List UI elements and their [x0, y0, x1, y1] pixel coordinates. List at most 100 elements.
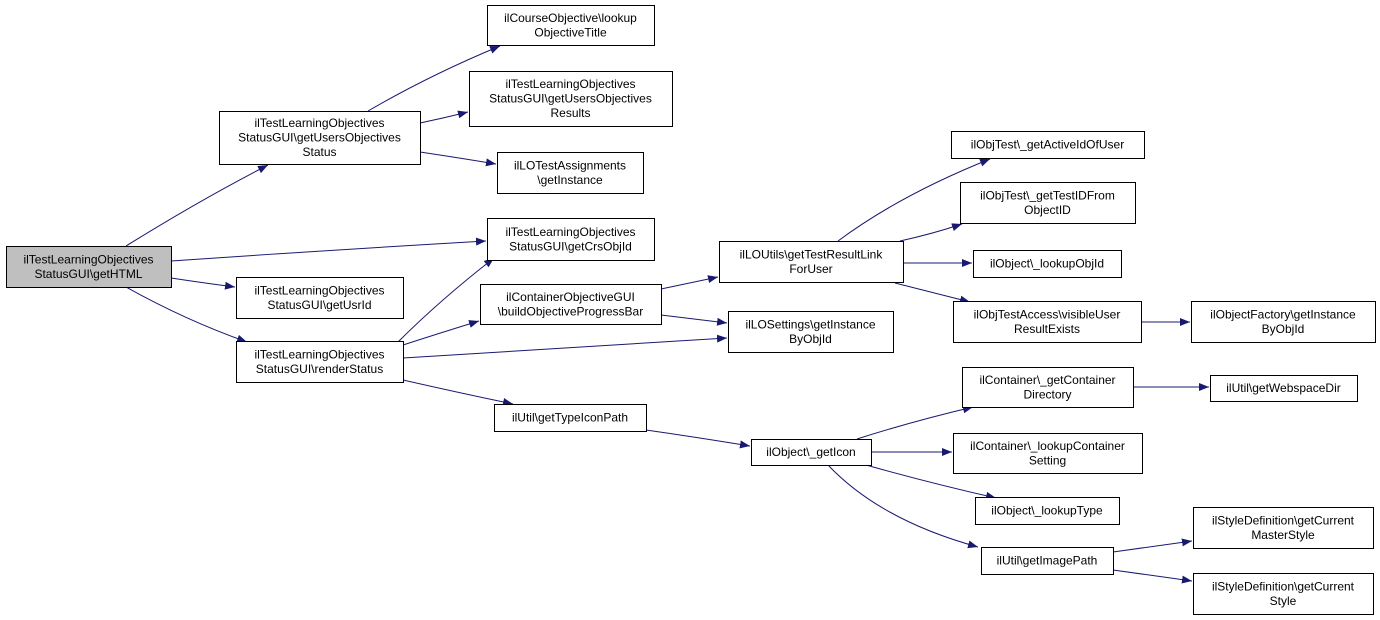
node-label-line: Status [302, 145, 336, 159]
edge-renderStatus-to-loSettingsGetInstanceByObjId [402, 334, 728, 359]
edge-buildObjectiveProgressBar-to-getTestResultLinkForUser [660, 275, 719, 290]
node-label-line: ForUser [789, 262, 832, 276]
node-label-line: StatusGUI\getUsrId [267, 298, 371, 312]
node-box [236, 277, 404, 319]
node-label-line: ilTestLearningObjectives [254, 347, 384, 361]
node-label-line: ilLOSettings\getInstance [745, 317, 875, 331]
node-getUsersObjectivesStatus[interactable]: ilTestLearningObjectivesStatusGUI\getUse… [219, 111, 421, 165]
edge-getIcon-to-lookupType [865, 464, 997, 500]
node-label-line: ilObjTestAccess\visibleUser [974, 307, 1121, 321]
edge-getHTML-to-getUsersObjectivesStatus [125, 164, 269, 247]
edge-getTypeIconPath-to-getIcon [645, 429, 751, 449]
node-label-line: ilUtil\getWebspaceDir [1226, 381, 1341, 395]
node-getWebspaceDir[interactable]: ilUtil\getWebspaceDir [1210, 375, 1358, 402]
node-label-line: ilStyleDefinition\getCurrent [1212, 579, 1355, 593]
node-label-line: StatusGUI\getCrsObjId [509, 239, 632, 253]
node-getHTML[interactable]: ilTestLearningObjectivesStatusGUI\getHTM… [6, 246, 172, 288]
node-label-line: ilObjectFactory\getInstance [1210, 307, 1356, 321]
node-box [469, 71, 673, 127]
node-lookupObjId[interactable]: ilObject\_lookupObjId [973, 250, 1122, 278]
node-getIcon[interactable]: ilObject\_getIcon [751, 439, 872, 466]
nodes: ilTestLearningObjectivesStatusGUI\getHTM… [6, 5, 1376, 615]
node-getUsersObjectivesResults[interactable]: ilTestLearningObjectivesStatusGUI\getUse… [469, 71, 673, 127]
node-box [973, 250, 1122, 278]
edge-buildObjectiveProgressBar-to-loSettingsGetInstanceByObjId [660, 314, 728, 326]
node-getActiveIdOfUser[interactable]: ilObjTest\_getActiveIdOfUser [951, 131, 1145, 159]
node-label-line: ilUtil\getTypeIconPath [512, 411, 628, 425]
edge-getImagePath-to-getCurrentStyle [1112, 569, 1193, 584]
edge-getTestResultLinkForUser-to-getActiveIdOfUser [837, 158, 991, 242]
node-getImagePath[interactable]: ilUtil\getImagePath [981, 547, 1114, 575]
node-label-line: ilTestLearningObjectives [505, 225, 635, 239]
edge-renderStatus-to-getCrsObjId [397, 257, 495, 343]
edge-getHTML-to-renderStatus [125, 286, 248, 343]
edge-getImagePath-to-getCurrentMasterStyle [1112, 538, 1193, 553]
node-label-line: Setting [1029, 453, 1066, 467]
edge-renderStatus-to-getTypeIconPath [402, 379, 514, 406]
node-label-line: Directory [1023, 387, 1071, 401]
node-label-line: ilObject\_lookupObjId [990, 257, 1104, 271]
node-box [1210, 375, 1358, 402]
node-label-line: StatusGUI\renderStatus [256, 362, 383, 376]
node-box [497, 152, 644, 194]
node-label-line: Results [550, 106, 590, 120]
node-label-line: ilContainerObjectiveGUI [506, 290, 635, 304]
node-label-line: ilTestLearningObjectives [254, 116, 384, 130]
node-label-line: ResultExists [1014, 322, 1080, 336]
node-label-line: ilLOUtils\getTestResultLink [740, 247, 884, 261]
node-loTestAssignmentsGetInstance[interactable]: ilLOTestAssignments\getInstance [497, 152, 644, 194]
node-box [480, 284, 662, 325]
node-label-line: \getInstance [537, 173, 603, 187]
node-label-line: ilTestLearningObjectives [505, 77, 635, 91]
node-label-line: \buildObjectiveProgressBar [498, 304, 643, 318]
node-label-line: ilContainer\_lookupContainer [970, 439, 1125, 453]
node-box [962, 367, 1134, 408]
node-label-line: ilStyleDefinition\getCurrent [1212, 513, 1355, 527]
node-label-line: ilContainer\_getContainer [979, 373, 1115, 387]
node-box [487, 5, 655, 46]
node-box [6, 246, 172, 288]
node-box [951, 131, 1145, 159]
node-buildObjectiveProgressBar[interactable]: ilContainerObjectiveGUI\buildObjectivePr… [480, 284, 662, 325]
node-box [487, 218, 655, 261]
node-label-line: ilObject\_getIcon [766, 445, 855, 459]
edge-getTestResultLinkForUser-to-visibleUserResultExists [894, 282, 971, 304]
node-box [751, 439, 872, 466]
edge-getUsersObjectivesStatus-to-lookupObjectiveTitle [367, 45, 501, 112]
node-getUsrId[interactable]: ilTestLearningObjectivesStatusGUI\getUsr… [236, 277, 404, 319]
node-label-line: StatusGUI\getUsersObjectives [489, 92, 652, 106]
node-label-line: ilTestLearningObjectives [254, 283, 384, 297]
node-lookupType[interactable]: ilObject\_lookupType [975, 497, 1120, 525]
node-label-line: ObjectiveTitle [534, 25, 607, 39]
node-box [1193, 507, 1374, 549]
edges [125, 45, 1209, 584]
edge-getHTML-to-getCrsObjId [170, 237, 487, 262]
edge-getUsersObjectivesStatus-to-getUsersObjectivesResults [419, 110, 469, 124]
node-getTypeIconPath[interactable]: ilUtil\getTypeIconPath [494, 404, 647, 432]
node-label-line: ByObjId [1262, 322, 1305, 336]
node-box [953, 301, 1142, 343]
node-box [1191, 301, 1376, 343]
node-label-line: StatusGUI\getHTML [34, 267, 142, 281]
edge-getTestResultLinkForUser-to-getTestIDFromObjectID [899, 223, 963, 242]
node-label-line: Style [1270, 594, 1297, 608]
node-renderStatus[interactable]: ilTestLearningObjectivesStatusGUI\render… [236, 341, 404, 383]
node-box [719, 241, 904, 283]
node-label-line: ObjectID [1024, 203, 1071, 217]
node-getCrsObjId[interactable]: ilTestLearningObjectivesStatusGUI\getCrs… [487, 218, 655, 261]
node-label-line: ilObjTest\_getActiveIdOfUser [971, 138, 1124, 152]
edge-renderStatus-to-buildObjectiveProgressBar [402, 320, 480, 346]
node-box [975, 497, 1120, 525]
edge-getIcon-to-getContainerDirectory [856, 405, 974, 440]
